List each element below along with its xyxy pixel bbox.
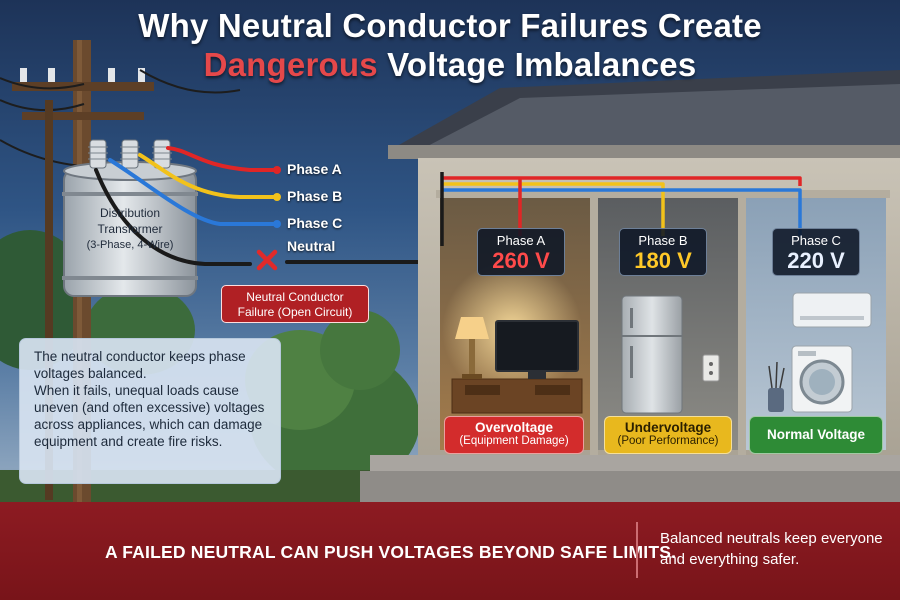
wire-label-phase-c: Phase C xyxy=(287,215,343,231)
room-c-appliances xyxy=(768,292,872,413)
banner-tagline: Balanced neutrals keep everyone and ever… xyxy=(660,530,883,568)
wire-end-dots xyxy=(273,166,281,228)
transformer-name: Distribution Transformer xyxy=(97,206,163,236)
room-a-appliances xyxy=(451,317,583,414)
phase-b-status-detail: (Poor Performance) xyxy=(617,435,719,447)
transformer-type: (3-Phase, 4-Wire) xyxy=(86,239,174,251)
wire-label-phase-a: Phase A xyxy=(287,161,342,177)
title-rest: Voltage Imbalances xyxy=(377,46,697,83)
warning-banner: A FAILED NEUTRAL CAN PUSH VOLTAGES BEYON… xyxy=(0,502,900,600)
phase-c-voltage: 220 V xyxy=(787,248,845,273)
explanation-paragraph-1: The neutral conductor keeps phase voltag… xyxy=(34,349,246,381)
phase-a-voltage-card: Phase A 260 V xyxy=(477,228,565,276)
phase-b-status: Undervoltage xyxy=(624,420,712,435)
phase-b-voltage-card: Phase B 180 V xyxy=(619,228,707,276)
title-highlight: Dangerous xyxy=(203,46,378,83)
wire-label-neutral: Neutral xyxy=(287,238,336,254)
phase-a-name: Phase A xyxy=(496,233,546,248)
phase-c-name: Phase C xyxy=(791,233,841,248)
failure-line-2: Failure (Open Circuit) xyxy=(237,305,353,319)
phase-a-status-detail: (Equipment Damage) xyxy=(459,435,569,447)
neutral-failure-callout: Neutral Conductor Failure (Open Circuit) xyxy=(221,285,369,323)
phase-a-voltage: 260 V xyxy=(492,248,550,273)
page-title-line-2: Dangerous Voltage Imbalances xyxy=(0,45,900,85)
explanation-box: The neutral conductor keeps phase voltag… xyxy=(19,338,281,484)
phase-c-status-badge: Normal Voltage xyxy=(749,416,883,454)
transformer-label: Distribution Transformer (3-Phase, 4-Wir… xyxy=(70,205,190,253)
room-b-appliances xyxy=(621,295,720,414)
explanation-paragraph-2: When it fails, unequal loads cause uneve… xyxy=(34,383,265,449)
page-title-line-1: Why Neutral Conductor Failures Create xyxy=(138,7,762,44)
wire-label-phase-b: Phase B xyxy=(287,188,343,204)
phase-b-voltage: 180 V xyxy=(634,248,692,273)
phase-a-status: Overvoltage xyxy=(474,420,554,435)
failure-line-1: Neutral Conductor xyxy=(246,290,344,304)
banner-divider xyxy=(636,522,638,578)
phase-a-status-badge: Overvoltage (Equipment Damage) xyxy=(444,416,584,454)
house-wiring xyxy=(440,172,802,246)
bushings xyxy=(88,139,172,169)
phase-b-name: Phase B xyxy=(638,233,688,248)
phase-b-status-badge: Undervoltage (Poor Performance) xyxy=(604,416,732,454)
neutral-break-x-icon xyxy=(256,249,278,271)
phase-c-status: Normal Voltage xyxy=(766,427,866,442)
phase-c-voltage-card: Phase C 220 V xyxy=(772,228,860,276)
banner-warning-text: A FAILED NEUTRAL CAN PUSH VOLTAGES BEYON… xyxy=(105,542,677,562)
